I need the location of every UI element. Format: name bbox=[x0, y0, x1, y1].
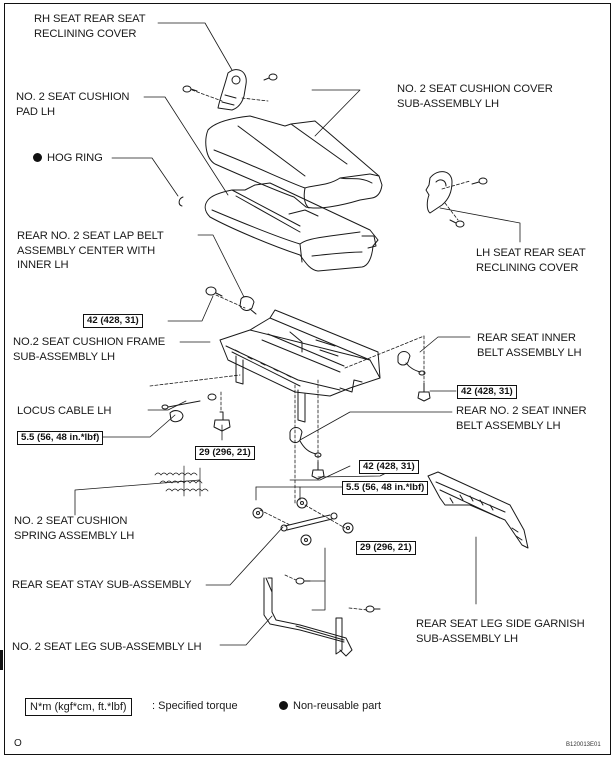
torque-lap-belt-bolt: 42 (428, 31) bbox=[83, 314, 143, 328]
spring-assembly-part bbox=[154, 465, 209, 497]
diagram-frame bbox=[4, 3, 611, 755]
label-cushion-frame: NO.2 SEAT CUSHION FRAME SUB-ASSEMBLY LH bbox=[13, 336, 166, 363]
lap-belt-part bbox=[205, 286, 257, 315]
edge-mark bbox=[0, 650, 3, 670]
label-inner-belt: REAR SEAT INNER BELT ASSEMBLY LH bbox=[477, 332, 582, 359]
label-hog-ring: HOG RING bbox=[33, 151, 103, 166]
legend-non-reusable-text: Non-reusable part bbox=[293, 700, 382, 712]
torque-cable-nut: 5.5 (56, 48 in.*lbf) bbox=[17, 431, 104, 445]
label-rh-reclining-cover: RH SEAT REAR SEAT RECLINING COVER bbox=[34, 13, 146, 40]
torque-stay-nuts: 5.5 (56, 48 in.*lbf) bbox=[342, 481, 429, 495]
label-spring-assembly: NO. 2 SEAT CUSHION SPRING ASSEMBLY LH bbox=[14, 515, 135, 542]
figure-id: B120013E01 bbox=[566, 742, 601, 748]
legend-non-reusable: Non-reusable part bbox=[279, 699, 381, 713]
label-cushion-cover: NO. 2 SEAT CUSHION COVER SUB-ASSEMBLY LH bbox=[397, 83, 553, 110]
stay-part bbox=[252, 497, 354, 546]
torque-no2-inner-belt-bolt: 42 (428, 31) bbox=[359, 460, 419, 474]
cushion-pad-part bbox=[204, 182, 379, 272]
leader-lines bbox=[74, 22, 521, 646]
label-cushion-pad: NO. 2 SEAT CUSHION PAD LH bbox=[16, 91, 130, 118]
legend-torque-box: N*m (kgf*cm, ft.*lbf) bbox=[25, 698, 132, 716]
cushion-cover-part bbox=[205, 115, 383, 209]
label-lap-belt: REAR NO. 2 SEAT LAP BELT ASSEMBLY CENTER… bbox=[17, 230, 164, 271]
rh-reclining-cover-part bbox=[182, 69, 278, 111]
label-leg-garnish: REAR SEAT LEG SIDE GARNISH SUB-ASSEMBLY … bbox=[416, 618, 585, 645]
no2-inner-belt-part bbox=[289, 427, 325, 480]
locus-cable-part bbox=[161, 393, 217, 423]
lh-reclining-cover-part bbox=[425, 171, 488, 228]
label-stay: REAR SEAT STAY SUB-ASSEMBLY bbox=[12, 579, 192, 591]
label-lh-reclining-cover: LH SEAT REAR SEAT RECLINING COVER bbox=[476, 247, 586, 274]
inner-belt-part bbox=[397, 351, 431, 402]
label-locus-cable: LOCUS CABLE LH bbox=[17, 405, 112, 417]
torque-inner-belt-bolt: 42 (428, 31) bbox=[457, 385, 517, 399]
legend-torque-text: : Specified torque bbox=[152, 700, 238, 712]
torque-leg-bolts: 29 (296, 21) bbox=[356, 541, 416, 555]
leg-garnish-part bbox=[427, 471, 529, 549]
torque-frame-bolt: 29 (296, 21) bbox=[195, 446, 255, 460]
leg-part bbox=[263, 577, 381, 657]
frame-bolt-part bbox=[213, 411, 231, 432]
label-no2-inner-belt: REAR NO. 2 SEAT INNER BELT ASSEMBLY LH bbox=[456, 405, 587, 432]
cushion-frame-part bbox=[219, 309, 381, 423]
non-reusable-dot-icon bbox=[33, 153, 42, 162]
page-mark: O bbox=[14, 738, 22, 749]
hog-ring-text: HOG RING bbox=[47, 152, 103, 164]
label-leg: NO. 2 SEAT LEG SUB-ASSEMBLY LH bbox=[12, 641, 202, 653]
hog-ring-part bbox=[178, 196, 184, 207]
non-reusable-dot-icon bbox=[279, 701, 288, 710]
